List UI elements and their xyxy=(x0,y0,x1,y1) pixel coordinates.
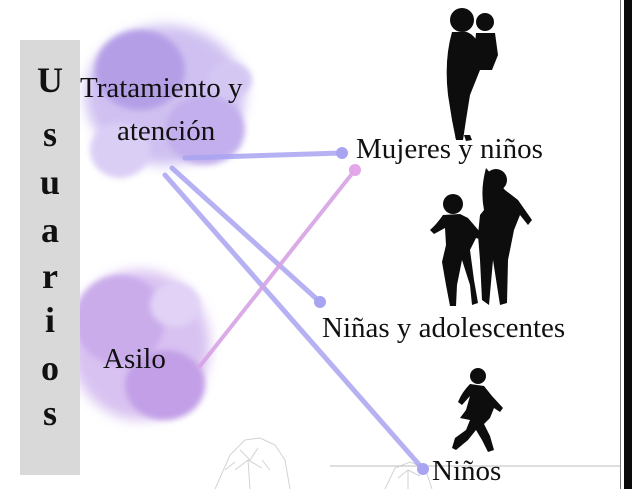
tree-sketch-icon xyxy=(384,461,433,489)
target-label-ninos: Niños xyxy=(432,455,502,487)
source-label-tratamiento-line2: atención xyxy=(117,115,216,147)
vertical-title-letter: s xyxy=(42,114,57,154)
connector-asilo-mujeres xyxy=(198,164,361,368)
vertical-title-letter: o xyxy=(41,348,59,388)
vertical-title-letter: r xyxy=(42,256,58,296)
source-label-asilo: Asilo xyxy=(103,343,166,375)
connector-tratamiento-mujeres xyxy=(182,147,348,161)
vertical-title-letter: s xyxy=(42,393,57,433)
vertical-title-letter: U xyxy=(37,60,63,100)
tree-sketch-icon xyxy=(214,437,291,489)
vertical-title-letter: u xyxy=(39,162,61,202)
woman-with-child-icon xyxy=(446,8,498,141)
target-label-mujeres: Mujeres y niños xyxy=(356,133,543,165)
target-label-ninas: Niñas y adolescentes xyxy=(322,312,566,344)
frame-border-right xyxy=(624,0,632,489)
child-running-icon xyxy=(452,368,503,452)
girls-walking-icon xyxy=(430,168,532,306)
vertical-title-bar: U s u a r i o s xyxy=(20,40,80,475)
connector-tratamiento-ninas xyxy=(169,165,326,308)
connector-tratamiento-ninos xyxy=(162,172,429,475)
frame-border-inner xyxy=(620,0,621,489)
vertical-title-letter: i xyxy=(44,300,55,340)
vertical-title-letter: a xyxy=(41,210,59,250)
watercolor-blob-bottom xyxy=(70,270,210,420)
source-label-tratamiento-line1: Tratamiento y xyxy=(80,72,243,104)
watercolor-blob-top xyxy=(85,25,252,178)
